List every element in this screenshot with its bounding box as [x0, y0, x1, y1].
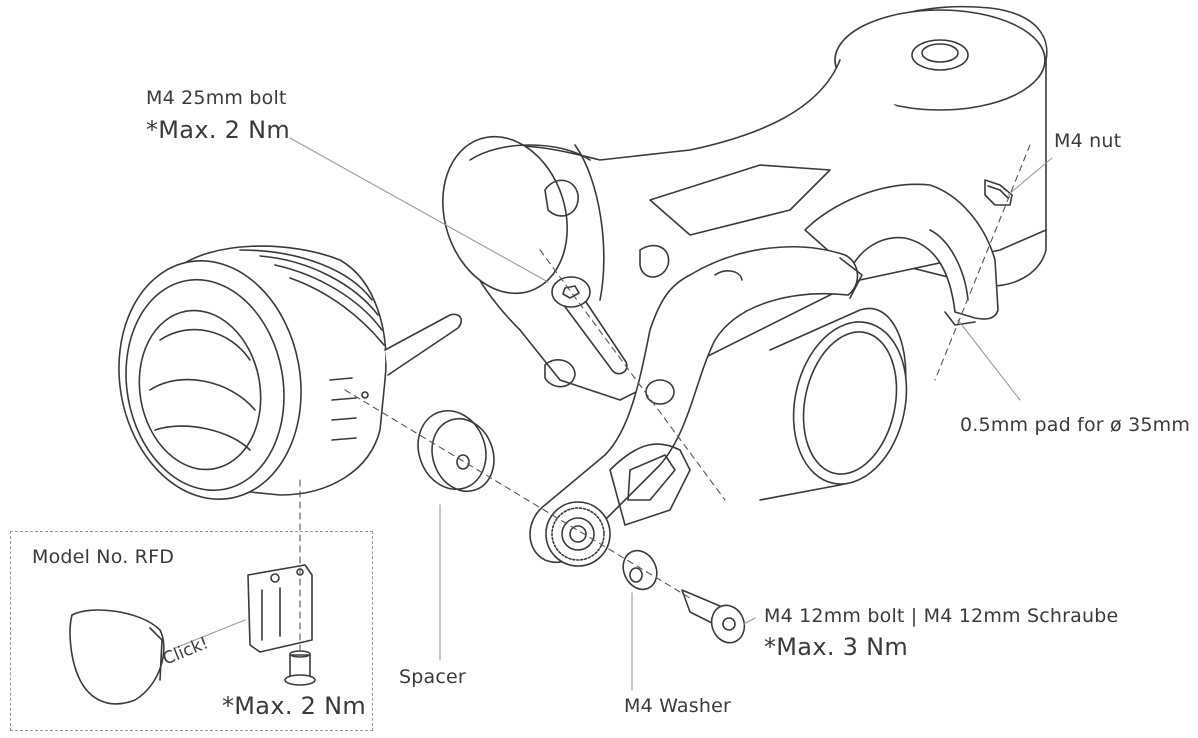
- washer-label: M4 Washer: [624, 695, 731, 717]
- inset-parts: [69, 564, 316, 705]
- spacer-part: [417, 409, 495, 493]
- washer-part: [622, 549, 658, 591]
- lamp-head: [118, 245, 462, 501]
- pad-label: 0.5mm pad for ø 35mm: [960, 414, 1191, 436]
- spacer-label: Spacer: [399, 666, 466, 688]
- inset-torque-label: *Max. 2 Nm: [222, 692, 367, 720]
- bolt-25mm: [551, 276, 628, 375]
- nut-label: M4 nut: [1054, 130, 1122, 152]
- bolt-12-torque-label: *Max. 3 Nm: [764, 633, 909, 661]
- clamp: [804, 179, 1013, 326]
- bolt-12mm: [681, 589, 746, 644]
- axis-lines: [299, 144, 1031, 651]
- bracket-arm: [529, 246, 863, 567]
- handlebar-tube: [759, 307, 908, 501]
- model-number-label: Model No. RFD: [32, 546, 175, 568]
- bolt-25-torque-label: *Max. 2 Nm: [146, 116, 291, 144]
- bolt-12-label: M4 12mm bolt | M4 12mm Schraube: [764, 605, 1119, 627]
- inset-box: [10, 531, 373, 731]
- leader-lines: [174, 137, 1053, 691]
- bolt-25-label: M4 25mm bolt: [146, 87, 287, 109]
